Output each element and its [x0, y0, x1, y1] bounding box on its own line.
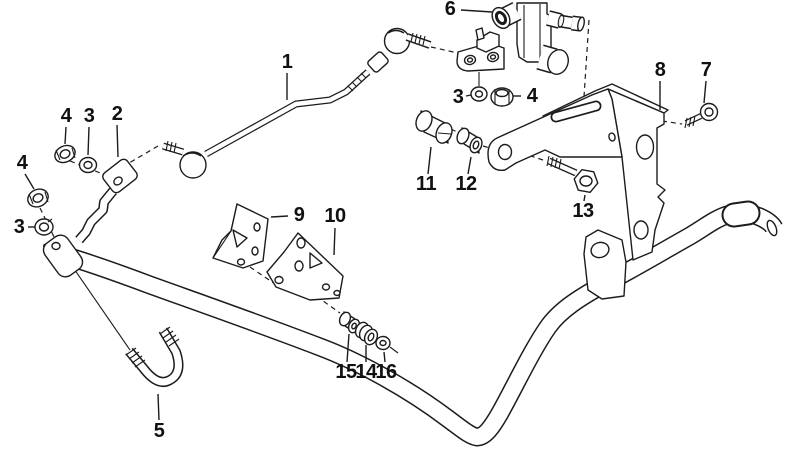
leader-line-6 — [460, 9, 493, 13]
part-label-2: 2 — [112, 103, 123, 125]
part-washer-16 — [375, 335, 391, 351]
part-link-rod — [161, 27, 432, 179]
thread-ticks-u-bolt — [125, 326, 180, 368]
leader-line-5 — [157, 393, 160, 421]
part-label-4b: 4 — [17, 152, 29, 174]
part-label-6: 6 — [445, 0, 456, 20]
part-stabilizer-bar — [43, 200, 783, 447]
part-bushing-14 — [354, 321, 379, 346]
leader-line-12 — [467, 156, 472, 175]
part-bushing-12 — [456, 127, 483, 154]
part-label-9: 9 — [294, 204, 305, 226]
thread-ticks-lower-stud — [165, 140, 177, 154]
leader-line-16 — [383, 351, 386, 363]
leader-line-4a — [64, 126, 67, 145]
part-label-3a: 3 — [84, 105, 95, 127]
part-label-13: 13 — [572, 200, 594, 222]
part-label-10: 10 — [324, 205, 346, 227]
part-nut-4b — [27, 188, 49, 208]
leader-line-9 — [270, 215, 289, 218]
part-label-5: 5 — [154, 420, 165, 442]
part-washer-3c — [470, 86, 488, 102]
part-label-12: 12 — [455, 173, 477, 195]
part-nut-4a — [54, 144, 76, 164]
part-label-16: 16 — [375, 361, 397, 383]
bracket8-bottom-foot — [583, 229, 627, 300]
part-nut-4c — [490, 87, 514, 107]
part-bracket-strap — [42, 158, 138, 278]
leader-line-10 — [333, 227, 336, 256]
thread-ticks-mid — [347, 72, 367, 92]
part-washer-3a — [78, 156, 98, 174]
part-label-15: 15 — [335, 361, 357, 383]
part-label-11: 11 — [416, 173, 437, 195]
part-screw-7 — [684, 102, 719, 129]
part-label-4a: 4 — [61, 105, 73, 127]
part-label-3c: 3 — [453, 86, 464, 108]
part-u-bolt — [125, 326, 184, 387]
thread-ticks-upper-stud — [410, 32, 426, 46]
part-label-3b: 3 — [14, 216, 25, 238]
part-bushing-11 — [415, 110, 453, 144]
part-support-plate-10 — [266, 232, 344, 301]
part-label-1: 1 — [282, 51, 293, 73]
part-label-7: 7 — [701, 59, 712, 81]
part-label-8: 8 — [655, 59, 666, 81]
leader-line-2 — [116, 124, 119, 158]
leader-line-4b — [24, 173, 35, 190]
part-holder-bracket — [487, 83, 669, 300]
leader-line-3c — [465, 94, 472, 97]
bracket8-right-face — [607, 88, 666, 261]
part-label-4c: 4 — [527, 85, 539, 107]
part-support-plate-9 — [212, 203, 269, 269]
part-washer-3b — [34, 218, 54, 236]
part-label-14: 14 — [355, 361, 378, 383]
part-valve-block — [456, 2, 585, 75]
leader-line-11 — [427, 146, 432, 175]
leader-line-7 — [703, 80, 707, 104]
part-bolt-13 — [546, 155, 599, 194]
leader-line-15 — [346, 333, 350, 363]
leader-line-13 — [583, 194, 586, 202]
leader-line-3a — [87, 126, 90, 156]
